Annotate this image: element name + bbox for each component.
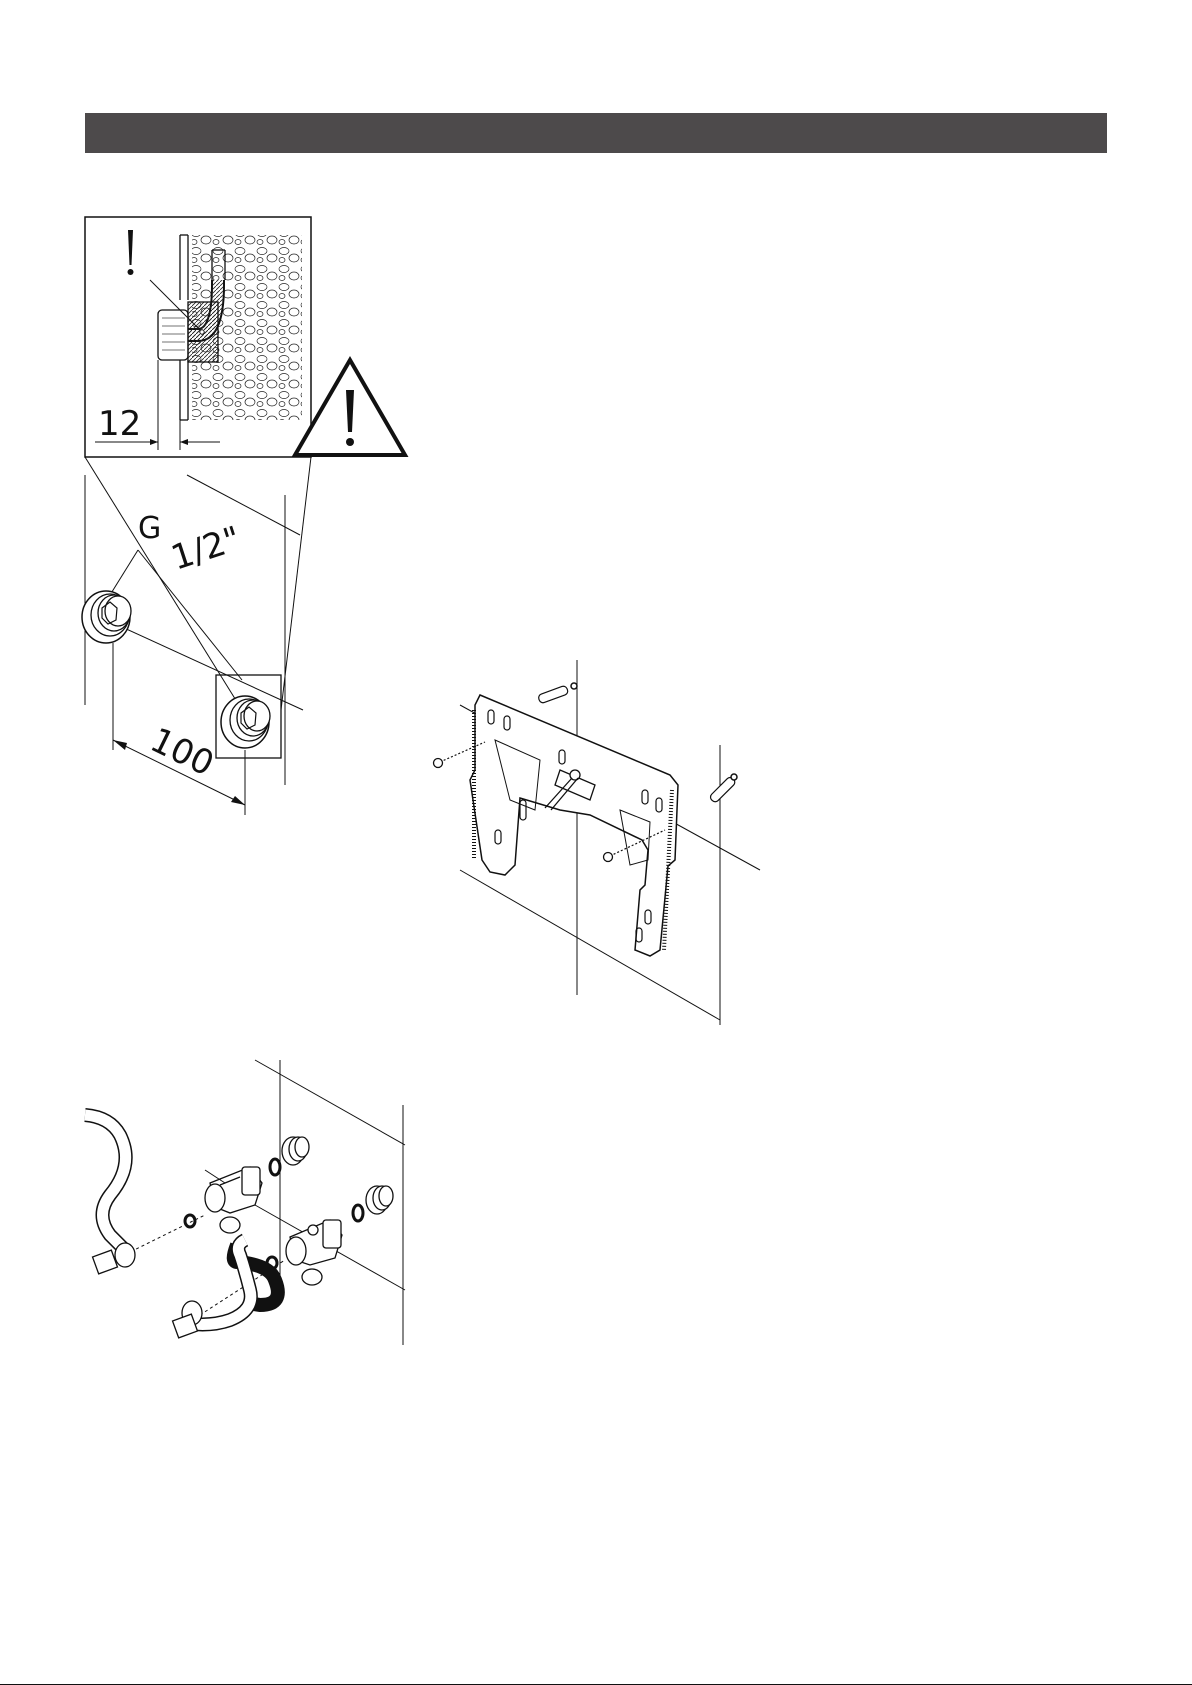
wall-plug-left [538,683,577,704]
pipe-left [85,1115,135,1274]
spacing-dimension-label: 100 [144,720,220,784]
section-header-bar [85,113,1107,153]
thread-label-size: 1/2" [166,519,245,579]
wall-fitting-upper [282,1137,309,1165]
pipe-connection-figure: 12 G 1/2" 100 [80,210,420,840]
right-plug [221,696,270,748]
detail-dimension-label: 12 [98,404,141,444]
valve-lower [286,1220,342,1285]
wall-plug-right [709,774,737,803]
bracket-plate [470,695,678,956]
valve-upper [205,1167,262,1233]
valve-fittings-figure [80,1055,410,1355]
mounting-bracket-figure [420,650,770,1030]
left-plug [82,591,131,643]
wall-fitting-lower [366,1186,393,1214]
thread-label-g: G [138,511,161,546]
pipe-lower [173,1240,278,1338]
